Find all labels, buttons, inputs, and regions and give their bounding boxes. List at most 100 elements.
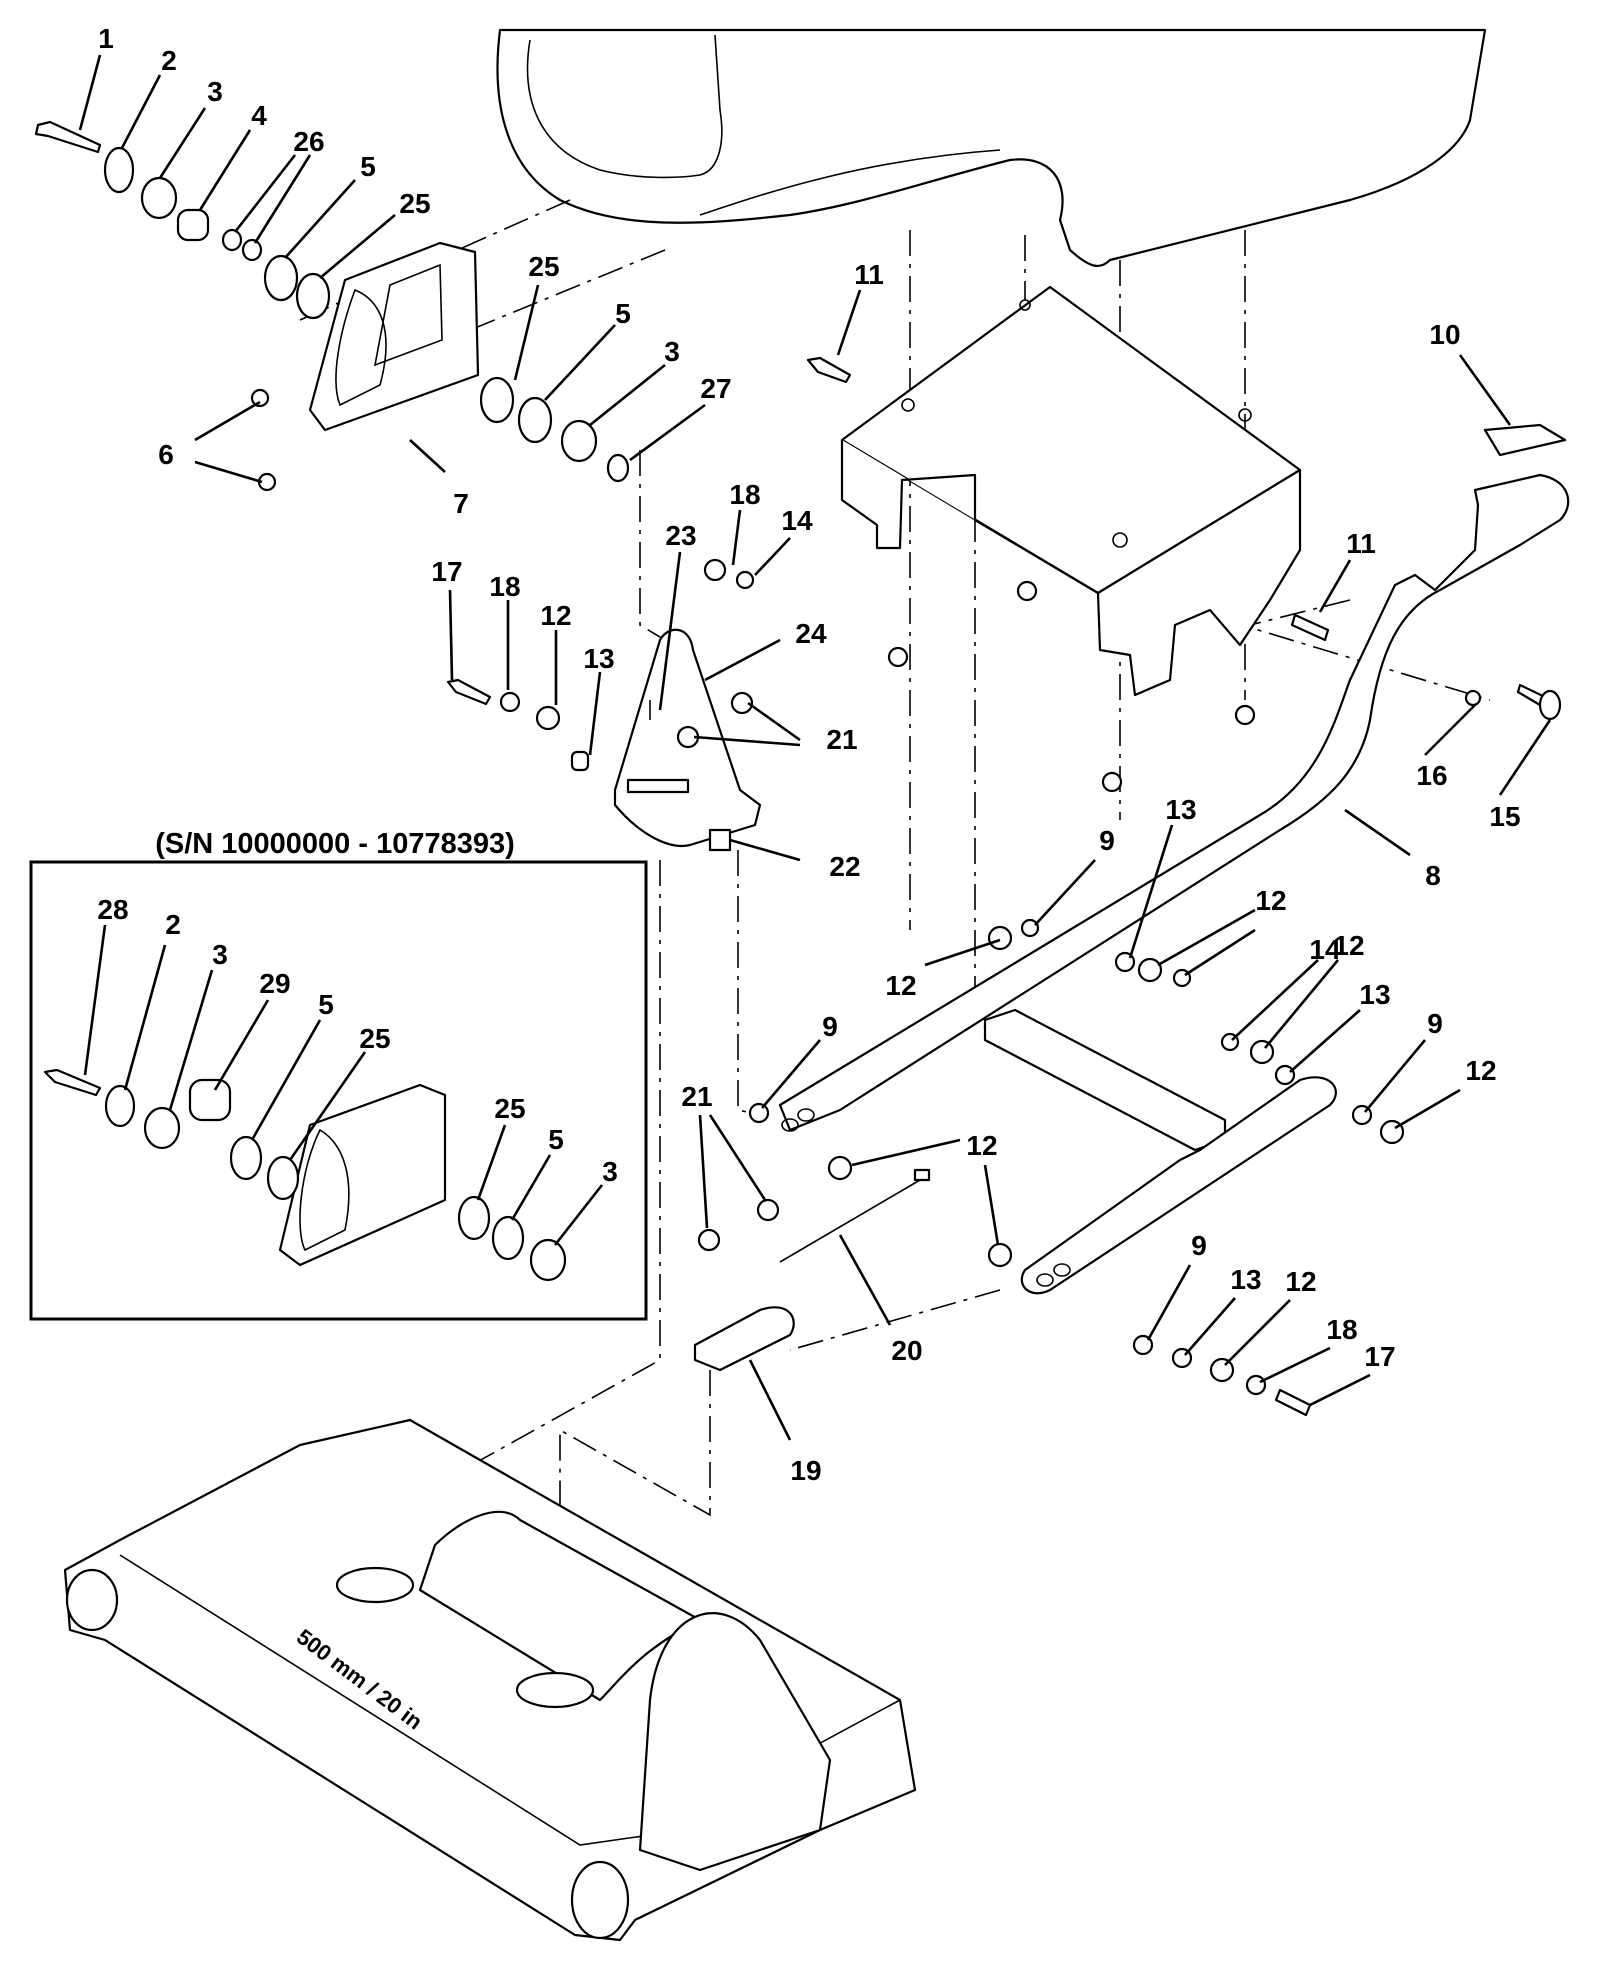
leader-line (1259, 1346, 1331, 1384)
leader-line (1157, 908, 1256, 967)
inset-ring (266, 1155, 300, 1201)
fastener (735, 570, 755, 590)
lift-frame (781, 1008, 1337, 1295)
callout-number: 9 (1427, 1008, 1443, 1039)
callout-number: 7 (453, 488, 469, 519)
washer (1209, 1357, 1235, 1383)
callout-number: 18 (1326, 1314, 1357, 1345)
leader-line (1263, 959, 1340, 1049)
leader-line (924, 938, 1001, 967)
leader-line (194, 460, 263, 484)
callout-number: 3 (207, 76, 223, 107)
leader-line (589, 363, 666, 427)
bracket-hardware (446, 558, 755, 852)
callout-number: 24 (795, 618, 827, 649)
bolt-1 (34, 120, 102, 154)
leader-line (1394, 1088, 1461, 1130)
callout-number: 17 (431, 556, 462, 587)
bracket-19 (693, 1198, 795, 1372)
leader-line (250, 1019, 322, 1141)
inset-title: (S/N 10000000 - 10778393) (155, 828, 515, 860)
leader-lines (78, 54, 1552, 1441)
callout-number: 2 (165, 909, 181, 940)
inset-ring (104, 1084, 136, 1128)
callout-number: 14 (1309, 934, 1341, 965)
leader-line (1364, 1039, 1426, 1113)
washer (1137, 957, 1163, 983)
callout-number: 25 (399, 188, 430, 219)
washer (827, 1155, 853, 1181)
callout-number: 1 (98, 23, 114, 54)
bolts-11 (806, 356, 1330, 793)
leader-line (233, 154, 297, 233)
leader-line (513, 284, 540, 381)
ring-25 (479, 376, 515, 424)
callout-number: 15 (1489, 801, 1520, 832)
leader-line (731, 509, 742, 566)
spacer-4 (176, 208, 210, 242)
inset-ring (143, 1106, 181, 1150)
leader-line (1128, 824, 1174, 959)
inset-ring (529, 1238, 567, 1282)
leader-line (629, 403, 706, 462)
washer (1020, 918, 1040, 938)
leader-line (1146, 1264, 1192, 1341)
callout-number: 11 (1346, 528, 1376, 559)
seat-body (496, 28, 1487, 268)
callout-number: 18 (729, 479, 760, 510)
callout-number: 13 (1230, 1264, 1261, 1295)
leader-line (704, 638, 781, 682)
upper-left-hardware (34, 120, 630, 492)
bracket-7 (308, 241, 480, 432)
mounting-plate (840, 285, 1302, 697)
leader-line (1458, 354, 1512, 426)
callout-number: 13 (1165, 794, 1196, 825)
leader-line (1289, 1009, 1361, 1073)
leader-line (198, 129, 252, 211)
washer-27 (606, 453, 630, 483)
leader-line (544, 324, 616, 401)
leader-line (213, 999, 270, 1091)
callout-number: 12 (1333, 930, 1364, 961)
serial-range-inset: (S/N 10000000 - 10778393) (29, 828, 648, 1321)
washer (987, 1242, 1013, 1268)
ring-5 (517, 396, 553, 444)
callout-number: 12 (1255, 885, 1286, 916)
callout-number: 13 (1359, 979, 1390, 1010)
leader-line (747, 701, 801, 742)
callout-number: 3 (212, 939, 228, 970)
callout-number: 26 (293, 126, 324, 157)
leader-line (693, 735, 801, 747)
leader-line (851, 1138, 961, 1167)
callout-number: 12 (1285, 1266, 1316, 1297)
leader-line (1498, 719, 1552, 796)
leader-line (588, 671, 602, 756)
leader-line (698, 1114, 709, 1229)
callout-number: 5 (360, 151, 376, 182)
inset-rings (104, 1084, 567, 1282)
callout-number: 5 (318, 989, 334, 1020)
leader-line (83, 924, 107, 1076)
leader-line (983, 1164, 1000, 1246)
callout-number: 5 (615, 298, 631, 329)
washer (748, 1102, 770, 1124)
inset-ring (491, 1215, 525, 1261)
callout-number: 22 (829, 851, 860, 882)
lift-arm-8 (778, 423, 1570, 1132)
callout-number: 16 (1416, 760, 1447, 791)
leader-line (1318, 559, 1352, 613)
fastener (703, 558, 727, 582)
inset-frame (29, 860, 648, 1321)
mower-deck: 500 mm / 20 in (63, 1418, 917, 1942)
leader-line (1231, 959, 1319, 1041)
pin-15-nut-16 (1464, 683, 1562, 721)
leader-line (836, 289, 862, 356)
callout-number: 5 (548, 1124, 564, 1155)
bushing-26 (241, 238, 263, 262)
leader-line (476, 1124, 507, 1201)
leader-line (838, 1234, 892, 1326)
leader-line (1034, 859, 1096, 926)
callout-number: 19 (790, 1455, 821, 1486)
